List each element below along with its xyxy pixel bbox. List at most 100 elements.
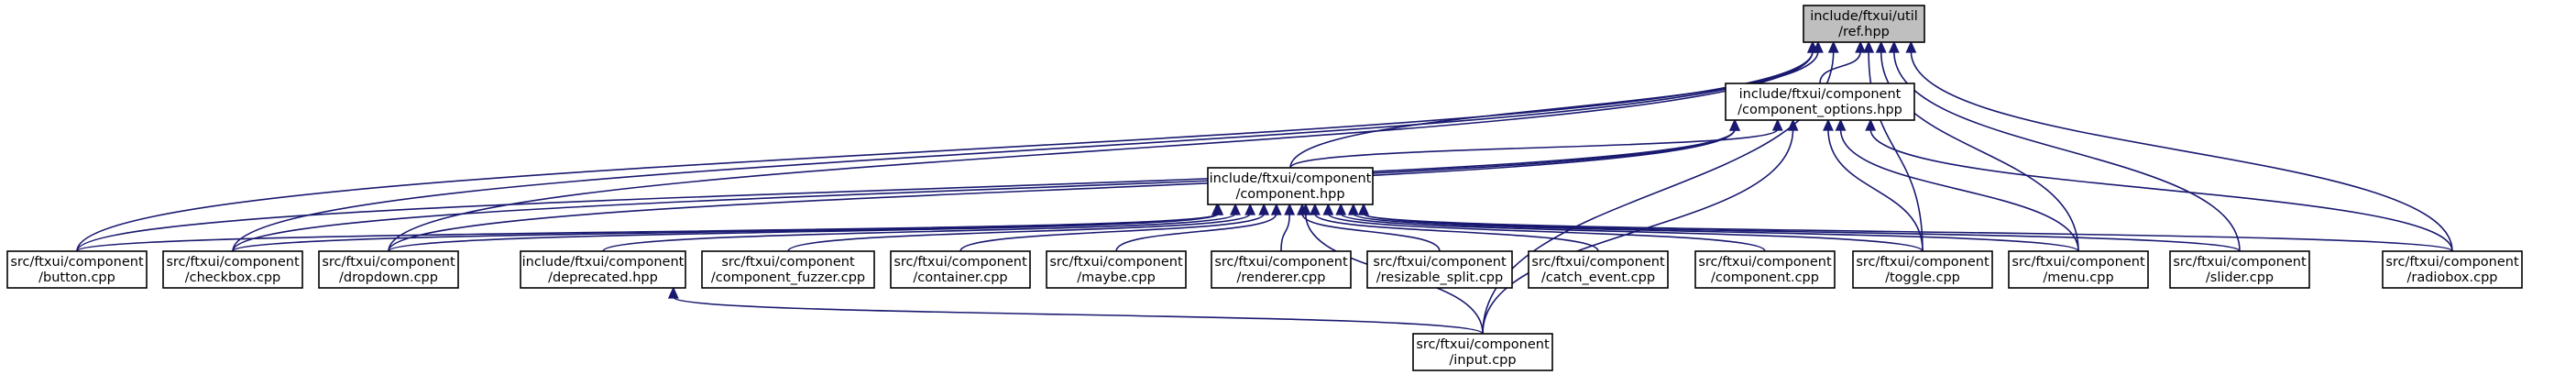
dependency-edge <box>1280 203 1296 252</box>
edge-line <box>1869 128 2453 252</box>
edge-line <box>602 213 1236 252</box>
edge-line <box>1839 128 2079 252</box>
edge-arrowhead <box>1827 40 1839 53</box>
edge-line <box>1314 213 1599 252</box>
node-file[interactable]: src/ftxui/component/slider.cpp <box>2169 250 2310 289</box>
node-box <box>1211 250 1352 289</box>
node-box <box>701 250 875 289</box>
dependency-edge <box>1875 40 2079 252</box>
edge-line <box>232 128 1736 252</box>
dependency-edge <box>1835 118 2079 252</box>
node-file[interactable]: src/ftxui/component/radiobox.cpp <box>2382 250 2523 289</box>
node-file-label: /toggle.cpp <box>1885 270 1960 285</box>
dependency-edge <box>1865 118 2453 252</box>
node-file-label: /menu.cpp <box>2043 270 2113 285</box>
node-file[interactable]: src/ftxui/component/component.cpp <box>1694 250 1836 289</box>
node-file-label: /catch_event.cpp <box>1541 270 1655 285</box>
edge-line <box>388 213 1220 252</box>
edge-line <box>1289 128 1779 169</box>
edge-line <box>232 213 1218 252</box>
edge-line <box>1363 213 2453 252</box>
node-file[interactable]: src/ftxui/component/checkbox.cpp <box>162 250 303 289</box>
edge-line <box>1289 50 1819 169</box>
dependency-edge <box>1358 203 2453 252</box>
node-box <box>6 250 148 289</box>
edge-arrowhead <box>1230 203 1241 215</box>
edge-line <box>1363 213 2241 252</box>
dependency-edge <box>959 203 1270 252</box>
edge-arrowhead <box>1258 203 1270 215</box>
node-file[interactable]: src/ftxui/component/catch_event.cpp <box>1528 250 1669 289</box>
node-file-label: /resizable_split.cpp <box>1376 270 1503 285</box>
dependency-edge <box>1888 40 2241 252</box>
edge-arrowhead <box>1812 40 1824 53</box>
edge-line <box>388 50 1814 252</box>
node-file[interactable]: src/ftxui/component/input.cpp <box>1412 333 1553 371</box>
node-file-label: /dropdown.cpp <box>339 270 438 285</box>
node-path-label: src/ftxui/component <box>1531 255 1665 270</box>
node-box <box>1528 250 1669 289</box>
edge-line <box>787 213 1251 252</box>
node-path-label: src/ftxui/component <box>166 255 300 270</box>
node-file[interactable]: src/ftxui/component/component_fuzzer.cpp <box>701 250 875 289</box>
node-box <box>1366 250 1513 289</box>
edge-line <box>388 128 1736 252</box>
dependency-edge <box>232 118 1740 252</box>
node-file[interactable]: src/ftxui/component/button.cpp <box>6 250 148 289</box>
node-box <box>1046 250 1187 289</box>
node-file-label: /component.hpp <box>1235 187 1344 202</box>
edge-line <box>1301 213 1441 252</box>
node-path-label: src/ftxui/component <box>10 255 144 270</box>
node-path-label: src/ftxui/component <box>1049 255 1183 270</box>
node-file[interactable]: src/ftxui/component/toggle.cpp <box>1852 250 1993 289</box>
edge-line <box>1115 213 1277 252</box>
edge-line <box>76 50 1814 252</box>
node-path-label: src/ftxui/component <box>721 255 855 270</box>
edge-line <box>1880 50 2079 252</box>
edge-line <box>1353 213 2079 252</box>
node-box <box>1725 83 1915 121</box>
edge-line <box>1327 213 1766 252</box>
dependency-edge <box>1819 40 1867 84</box>
edge-line <box>1819 50 1861 84</box>
edge-line <box>673 296 1484 335</box>
node-file-label: /component.cpp <box>1711 270 1819 285</box>
node-file[interactable]: src/ftxui/component/resizable_split.cpp <box>1366 250 1513 289</box>
node-file[interactable]: src/ftxui/component/container.cpp <box>890 250 1031 289</box>
node-box <box>1412 333 1553 371</box>
node-path-label: include/ftxui/component <box>1739 87 1902 102</box>
edge-arrowhead <box>1771 118 1783 131</box>
node-file[interactable]: include/ftxui/component/component_option… <box>1725 83 1915 121</box>
edge-arrowhead <box>1835 118 1847 131</box>
node-file-label: /component_fuzzer.cpp <box>711 270 865 285</box>
node-file[interactable]: include/ftxui/component/component.hpp <box>1207 167 1374 205</box>
node-path-label: src/ftxui/component <box>1416 337 1550 352</box>
node-file[interactable]: src/ftxui/component/maybe.cpp <box>1046 250 1187 289</box>
edge-arrowhead <box>1270 203 1282 215</box>
node-file[interactable]: src/ftxui/component/menu.cpp <box>2008 250 2149 289</box>
edge-arrowhead <box>1299 203 1311 215</box>
edge-line <box>232 50 1814 252</box>
dependency-edge <box>1309 203 1599 252</box>
edge-line <box>1827 128 1924 252</box>
dependency-edge <box>667 286 1484 335</box>
edge-arrowhead <box>1865 118 1877 131</box>
edge-line <box>76 128 1736 252</box>
dependency-edge <box>787 203 1256 252</box>
node-file[interactable]: src/ftxui/component/dropdown.cpp <box>318 250 459 289</box>
node-file-label: /ref.hpp <box>1838 25 1890 39</box>
dependency-edge <box>602 203 1241 252</box>
node-file-label: /slider.cpp <box>2206 270 2274 285</box>
node-box <box>890 250 1031 289</box>
node-file[interactable]: include/ftxui/component/deprecated.hpp <box>520 250 686 289</box>
node-file[interactable]: src/ftxui/component/renderer.cpp <box>1211 250 1352 289</box>
edge-arrowhead <box>1729 118 1740 131</box>
dependency-edge <box>1322 203 1766 252</box>
edge-arrowhead <box>1905 40 1917 53</box>
edge-arrowhead <box>1875 40 1887 53</box>
node-file-label: /maybe.cpp <box>1077 270 1156 285</box>
edge-arrowhead <box>1855 40 1867 53</box>
node-box <box>1803 5 1925 43</box>
edge-arrowhead <box>1863 40 1875 53</box>
